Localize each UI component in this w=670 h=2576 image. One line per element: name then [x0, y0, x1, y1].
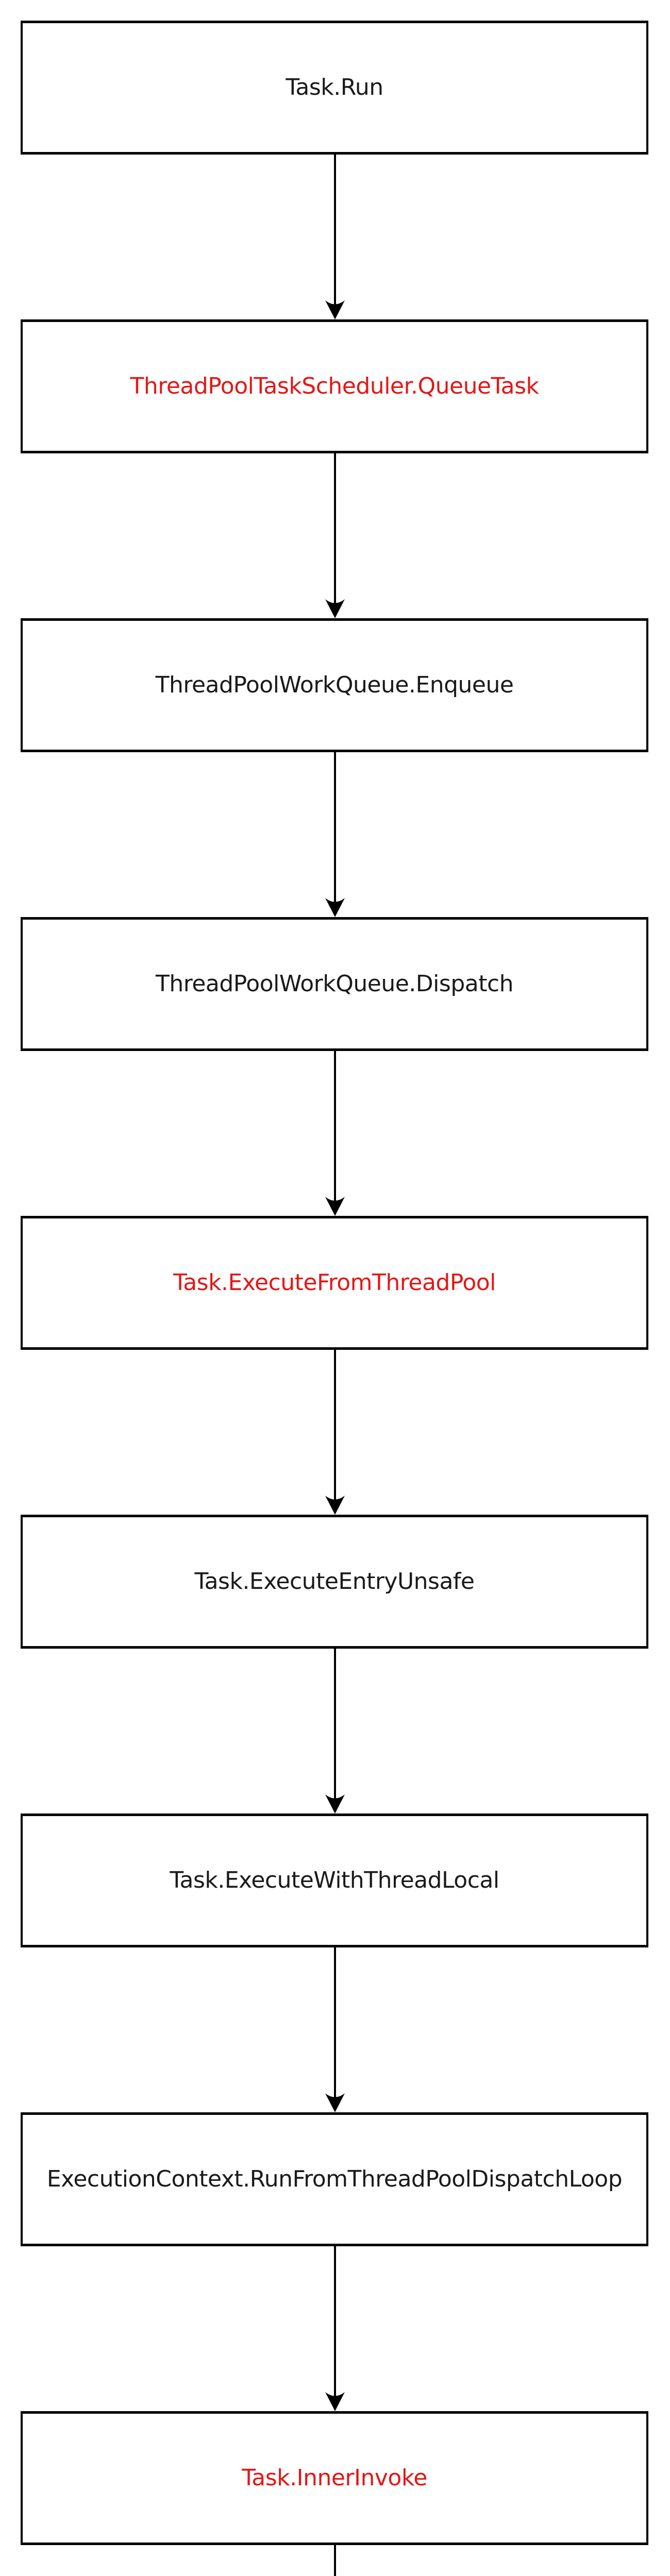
- down-arrow-icon: [334, 2545, 336, 2576]
- flow-arrow: [320, 155, 350, 319]
- node-label: ThreadPoolTaskScheduler.QueueTask: [130, 373, 539, 399]
- flow-arrow: [320, 2246, 350, 2411]
- down-arrow-icon: [325, 1051, 345, 1216]
- node-label: Task.ExecuteFromThreadPool: [173, 1269, 496, 1296]
- node-queue-task: ThreadPoolTaskScheduler.QueueTask: [21, 319, 648, 453]
- node-label: Task.Run: [286, 74, 383, 100]
- down-arrow-icon: [325, 155, 345, 319]
- flow-arrow: [320, 2545, 350, 2576]
- node-label: ThreadPoolWorkQueue.Dispatch: [155, 971, 514, 997]
- node-task-run: Task.Run: [21, 21, 648, 155]
- down-arrow-icon: [325, 2246, 345, 2411]
- node-execute-entry-unsafe: Task.ExecuteEntryUnsafe: [21, 1515, 648, 1649]
- node-execute-with-thread-local: Task.ExecuteWithThreadLocal: [21, 1814, 648, 1947]
- flow-arrow: [320, 1947, 350, 2112]
- node-dispatch: ThreadPoolWorkQueue.Dispatch: [21, 917, 648, 1051]
- down-arrow-icon: [325, 1947, 345, 2112]
- down-arrow-icon: [325, 453, 345, 618]
- down-arrow-icon: [325, 1649, 345, 1814]
- node-run-from-threadpool-dispatch-loop: ExecutionContext.RunFromThreadPoolDispat…: [21, 2112, 648, 2246]
- node-label: ExecutionContext.RunFromThreadPoolDispat…: [46, 2166, 623, 2192]
- down-arrow-icon: [325, 752, 345, 917]
- node-label: Task.InnerInvoke: [242, 2465, 427, 2491]
- node-execute-from-threadpool: Task.ExecuteFromThreadPool: [21, 1216, 648, 1350]
- node-label: Task.ExecuteEntryUnsafe: [194, 1568, 475, 1595]
- flow-arrow: [320, 1649, 350, 1814]
- flow-arrow: [320, 1350, 350, 1515]
- node-enqueue: ThreadPoolWorkQueue.Enqueue: [21, 618, 648, 752]
- node-label: ThreadPoolWorkQueue.Enqueue: [155, 672, 514, 698]
- flow-arrow: [320, 752, 350, 917]
- flow-arrow: [320, 453, 350, 618]
- node-label: Task.ExecuteWithThreadLocal: [170, 1867, 499, 1893]
- node-inner-invoke: Task.InnerInvoke: [21, 2411, 648, 2545]
- flow-arrow: [320, 1051, 350, 1216]
- down-arrow-icon: [325, 1350, 345, 1515]
